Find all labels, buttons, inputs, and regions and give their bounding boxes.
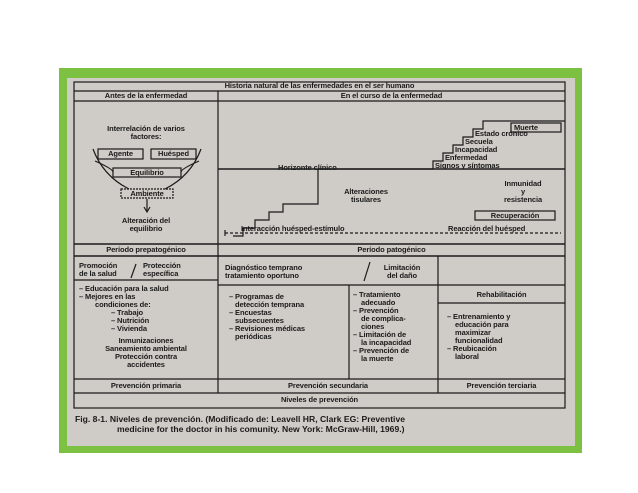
environment-label: Ambiente (130, 189, 164, 198)
primary-item: – Vivienda (111, 324, 147, 333)
caption-line2: medicine for the doctor in his comunity.… (117, 424, 405, 434)
primary-item: – Trabajo (111, 308, 144, 317)
primary-item: Protección contra (114, 352, 178, 361)
secondary-right-item: de complica- (361, 314, 406, 323)
promo-line2: de la salud (79, 269, 117, 278)
limit-line2: del daño (386, 271, 418, 280)
rehab-label: Rehabilitación (476, 290, 527, 299)
primary-item: condiciones de: (95, 300, 151, 309)
secondary-right-item: – Prevención de (353, 346, 410, 355)
stair-disease: Enfermedad (445, 153, 488, 162)
stair-sequel: Secuela (465, 137, 493, 146)
factors-line2: factores: (130, 132, 162, 141)
prepath-period: Período prepatogénico (106, 245, 186, 254)
stair-chronic: Estado crónico (475, 129, 528, 138)
primary-item: – Mejores en las (79, 292, 136, 301)
tertiary-item: educación para (455, 320, 509, 329)
secondary-right-item: la incapacidad (361, 338, 412, 347)
levels-label: Niveles de prevención (280, 395, 359, 404)
stair-disability: Incapacidad (455, 145, 498, 154)
recovery-label: Recuperación (490, 211, 540, 220)
primary-label: Prevención primaria (110, 381, 182, 390)
prepath-heading: Antes de la enfermedad (104, 91, 188, 100)
secondary-right-item: la muerte (361, 354, 394, 363)
alteration-line1: Alteración del (121, 216, 171, 225)
outer-frame (73, 81, 566, 409)
alteration-line2: equilibrio (129, 224, 163, 233)
clinical-horizon: Horizonte clínico (278, 163, 337, 172)
secondary-left-item: periódicas (235, 332, 272, 341)
interaction-label: Interacción huésped-estímulo (241, 224, 345, 233)
immunity-line3: resistencia (503, 195, 543, 204)
tertiary-item: funcionalidad (455, 336, 503, 345)
agent-label: Agente (108, 149, 133, 158)
secondary-right-item: adecuado (361, 298, 396, 307)
path-heading: En el curso de la enfermedad (340, 91, 443, 100)
stair-signs: Signos y síntomas (435, 161, 500, 170)
secondary-right-item: – Tratamiento (353, 290, 401, 299)
secondary-left-item: detección temprana (235, 300, 305, 309)
natural-history-diagram: Historia natural de las enfermedades en … (73, 81, 568, 411)
factors-line1: Interrelación de varios (107, 124, 185, 133)
limit-line1: Limitación (383, 263, 421, 272)
primary-item: – Educación para la salud (79, 284, 169, 293)
tertiary-item: – Reubicación (447, 344, 497, 353)
diagram-lines (73, 81, 566, 409)
secondary-left-item: – Revisiones médicas (229, 324, 305, 333)
tertiary-item: – Entrenamiento y (447, 312, 511, 321)
stair-death: Muerte (514, 123, 538, 132)
immunity-line2: y (520, 187, 526, 196)
secondary-left-item: – Encuestas (229, 308, 272, 317)
tissue-line2: tisulares (351, 195, 381, 204)
promo-line1: Promoción (79, 261, 118, 270)
path-period: Período patogénico (357, 245, 426, 254)
tissue-line1: Alteraciones (344, 187, 388, 196)
top-header: Historia natural de las enfermedades en … (224, 81, 415, 90)
host-reaction-label: Reacción del huésped (448, 224, 526, 233)
primary-item: – Nutrición (111, 316, 150, 325)
primary-item: accidentes (127, 360, 165, 369)
diag-line2: tratamiento oportuno (225, 271, 299, 280)
tertiary-item: laboral (455, 352, 479, 361)
secondary-left-item: subsecuentes (235, 316, 284, 325)
figure-caption: Fig. 8-1. Niveles de prevención. (Modifi… (75, 414, 567, 434)
secondary-right-item: – Limitación de (353, 330, 407, 339)
tertiary-item: maximizar (455, 328, 491, 337)
protect-line2: específica (143, 269, 179, 278)
protect-line1: Protección (143, 261, 181, 270)
secondary-label: Prevención secundaria (287, 381, 369, 390)
secondary-right-item: – Prevención (353, 306, 399, 315)
primary-item: Saneamiento ambiental (105, 344, 187, 353)
secondary-right-item: ciones (361, 322, 385, 331)
balance-label: Equilibrio (130, 168, 164, 177)
immunity-line1: Inmunidad (504, 179, 542, 188)
primary-item: Inmunizaciones (118, 336, 174, 345)
scanned-figure: Historia natural de las enfermedades en … (67, 78, 575, 446)
host-label: Huésped (158, 149, 189, 158)
secondary-left-item: – Programas de (229, 292, 284, 301)
tertiary-label: Prevención terciaria (466, 381, 537, 390)
caption-line1: Fig. 8-1. Niveles de prevención. (Modifi… (75, 414, 406, 424)
diag-line1: Diagnóstico temprano (225, 263, 303, 272)
